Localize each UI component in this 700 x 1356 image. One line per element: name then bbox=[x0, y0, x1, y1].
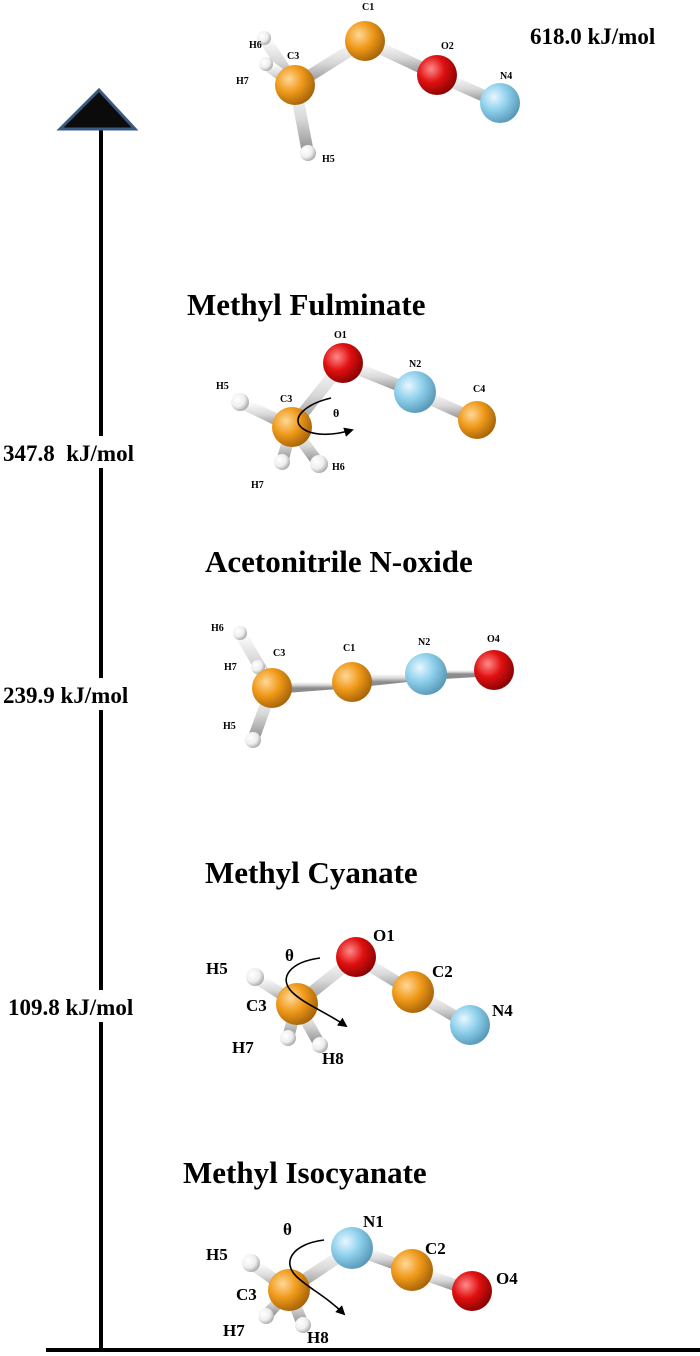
atom-h7 bbox=[258, 1308, 274, 1324]
atom-o4 bbox=[474, 650, 514, 690]
atom-label: C2 bbox=[432, 962, 453, 981]
atom-c2 bbox=[391, 1249, 433, 1291]
atom-n1 bbox=[331, 1227, 373, 1269]
atom-label: N4 bbox=[500, 71, 512, 82]
atom-h7 bbox=[274, 454, 290, 470]
atom-label: O1 bbox=[373, 926, 395, 945]
atom-label: H6 bbox=[211, 623, 224, 634]
atom-h5 bbox=[231, 393, 249, 411]
atom-o1 bbox=[336, 937, 376, 977]
atom-c3 bbox=[272, 407, 312, 447]
atom-label: O2 bbox=[441, 41, 454, 52]
theta-label: θ bbox=[285, 946, 294, 965]
atom-c2 bbox=[392, 971, 434, 1013]
atom-h5 bbox=[245, 732, 261, 748]
energy-label-239: 239.9 kJ/mol bbox=[3, 683, 128, 708]
rotation-arrow bbox=[285, 957, 348, 1028]
atom-label: C3 bbox=[236, 1285, 257, 1304]
molecule-title-cyanate: Methyl Cyanate bbox=[205, 855, 418, 890]
atom-label: C3 bbox=[280, 394, 292, 405]
atom-c3 bbox=[268, 1269, 310, 1311]
rotation-arrow bbox=[289, 1239, 346, 1316]
axis-arrow-head bbox=[56, 87, 139, 131]
atom-h8 bbox=[312, 1037, 328, 1053]
theta-label: θ bbox=[283, 1220, 292, 1239]
molecule-title-nitrile-oxide: Acetonitrile N-oxide bbox=[205, 544, 473, 579]
molecule-top: C1 O2 N4 H6 C3 H7 H5 bbox=[236, 2, 520, 165]
atom-h5 bbox=[246, 968, 264, 986]
atom-c4 bbox=[458, 401, 496, 439]
atom-label: O4 bbox=[487, 634, 500, 645]
atom-h7 bbox=[259, 57, 273, 71]
atom-o1 bbox=[323, 343, 363, 383]
atom-label: H7 bbox=[232, 1038, 254, 1057]
atom-label: C3 bbox=[246, 996, 267, 1015]
atom-label: H8 bbox=[307, 1328, 329, 1347]
atom-c1 bbox=[345, 21, 385, 61]
atom-o2 bbox=[417, 55, 457, 95]
atom-n2 bbox=[394, 371, 436, 413]
molecule-cyanate: θ O1 C2 N4 H5 C3 H7 H8 bbox=[206, 926, 513, 1068]
atom-label: N2 bbox=[409, 359, 421, 370]
atom-h5 bbox=[242, 1254, 260, 1272]
atom-c3 bbox=[252, 668, 292, 708]
atom-label: N1 bbox=[363, 1212, 384, 1231]
atom-h7 bbox=[251, 660, 265, 674]
atom-c1 bbox=[332, 662, 372, 702]
atom-label: H6 bbox=[332, 462, 345, 473]
molecule-fulminate: θ O1 N2 C4 H5 C3 H6 H7 bbox=[216, 330, 496, 491]
atom-label: N4 bbox=[492, 1001, 513, 1020]
atom-label: H5 bbox=[223, 721, 236, 732]
molecule-title-isocyanate: Methyl Isocyanate bbox=[183, 1155, 427, 1190]
energy-label-109: 109.8 kJ/mol bbox=[8, 995, 133, 1020]
atom-label: C2 bbox=[425, 1239, 446, 1258]
atom-label: H7 bbox=[236, 76, 249, 87]
atom-label: C3 bbox=[287, 51, 299, 62]
atom-h6 bbox=[233, 626, 247, 640]
atom-h6 bbox=[257, 31, 271, 45]
atom-label: H8 bbox=[322, 1049, 344, 1068]
theta-label: θ bbox=[333, 406, 339, 420]
energy-label-618: 618.0 kJ/mol bbox=[530, 24, 655, 49]
atom-h6 bbox=[310, 455, 328, 473]
molecule-nitrile-oxide: H6 C3 C1 N2 O4 H7 H5 bbox=[211, 623, 514, 748]
atom-label: H6 bbox=[249, 40, 262, 51]
atom-label: N2 bbox=[418, 637, 430, 648]
atom-label: C4 bbox=[473, 384, 485, 395]
molecule-isocyanate: θ N1 C2 O4 H5 C3 H7 H8 bbox=[206, 1212, 518, 1347]
atom-n4 bbox=[480, 83, 520, 123]
atom-c3 bbox=[275, 65, 315, 105]
atom-n2 bbox=[405, 653, 447, 695]
atom-h5 bbox=[300, 145, 316, 161]
atom-label: H5 bbox=[206, 959, 228, 978]
atom-o4 bbox=[452, 1271, 492, 1311]
atom-label: H7 bbox=[251, 480, 264, 491]
atom-label: O4 bbox=[496, 1269, 518, 1288]
rotation-arrow bbox=[297, 397, 354, 437]
atom-label: H5 bbox=[322, 154, 335, 165]
energy-label-347: 347.8 kJ/mol bbox=[3, 441, 134, 466]
atom-label: O1 bbox=[334, 330, 347, 341]
atom-h7 bbox=[280, 1030, 296, 1046]
atom-label: H7 bbox=[224, 662, 237, 673]
atom-label: C1 bbox=[343, 643, 355, 654]
atom-label: C1 bbox=[362, 2, 374, 13]
atom-label: C3 bbox=[273, 648, 285, 659]
atom-c3 bbox=[276, 983, 318, 1025]
molecule-title-fulminate: Methyl Fulminate bbox=[187, 287, 426, 322]
atom-label: H5 bbox=[206, 1245, 228, 1264]
atom-label: H7 bbox=[223, 1321, 245, 1340]
atom-n4 bbox=[450, 1005, 490, 1045]
atom-h8 bbox=[295, 1317, 311, 1333]
atom-label: H5 bbox=[216, 381, 229, 392]
